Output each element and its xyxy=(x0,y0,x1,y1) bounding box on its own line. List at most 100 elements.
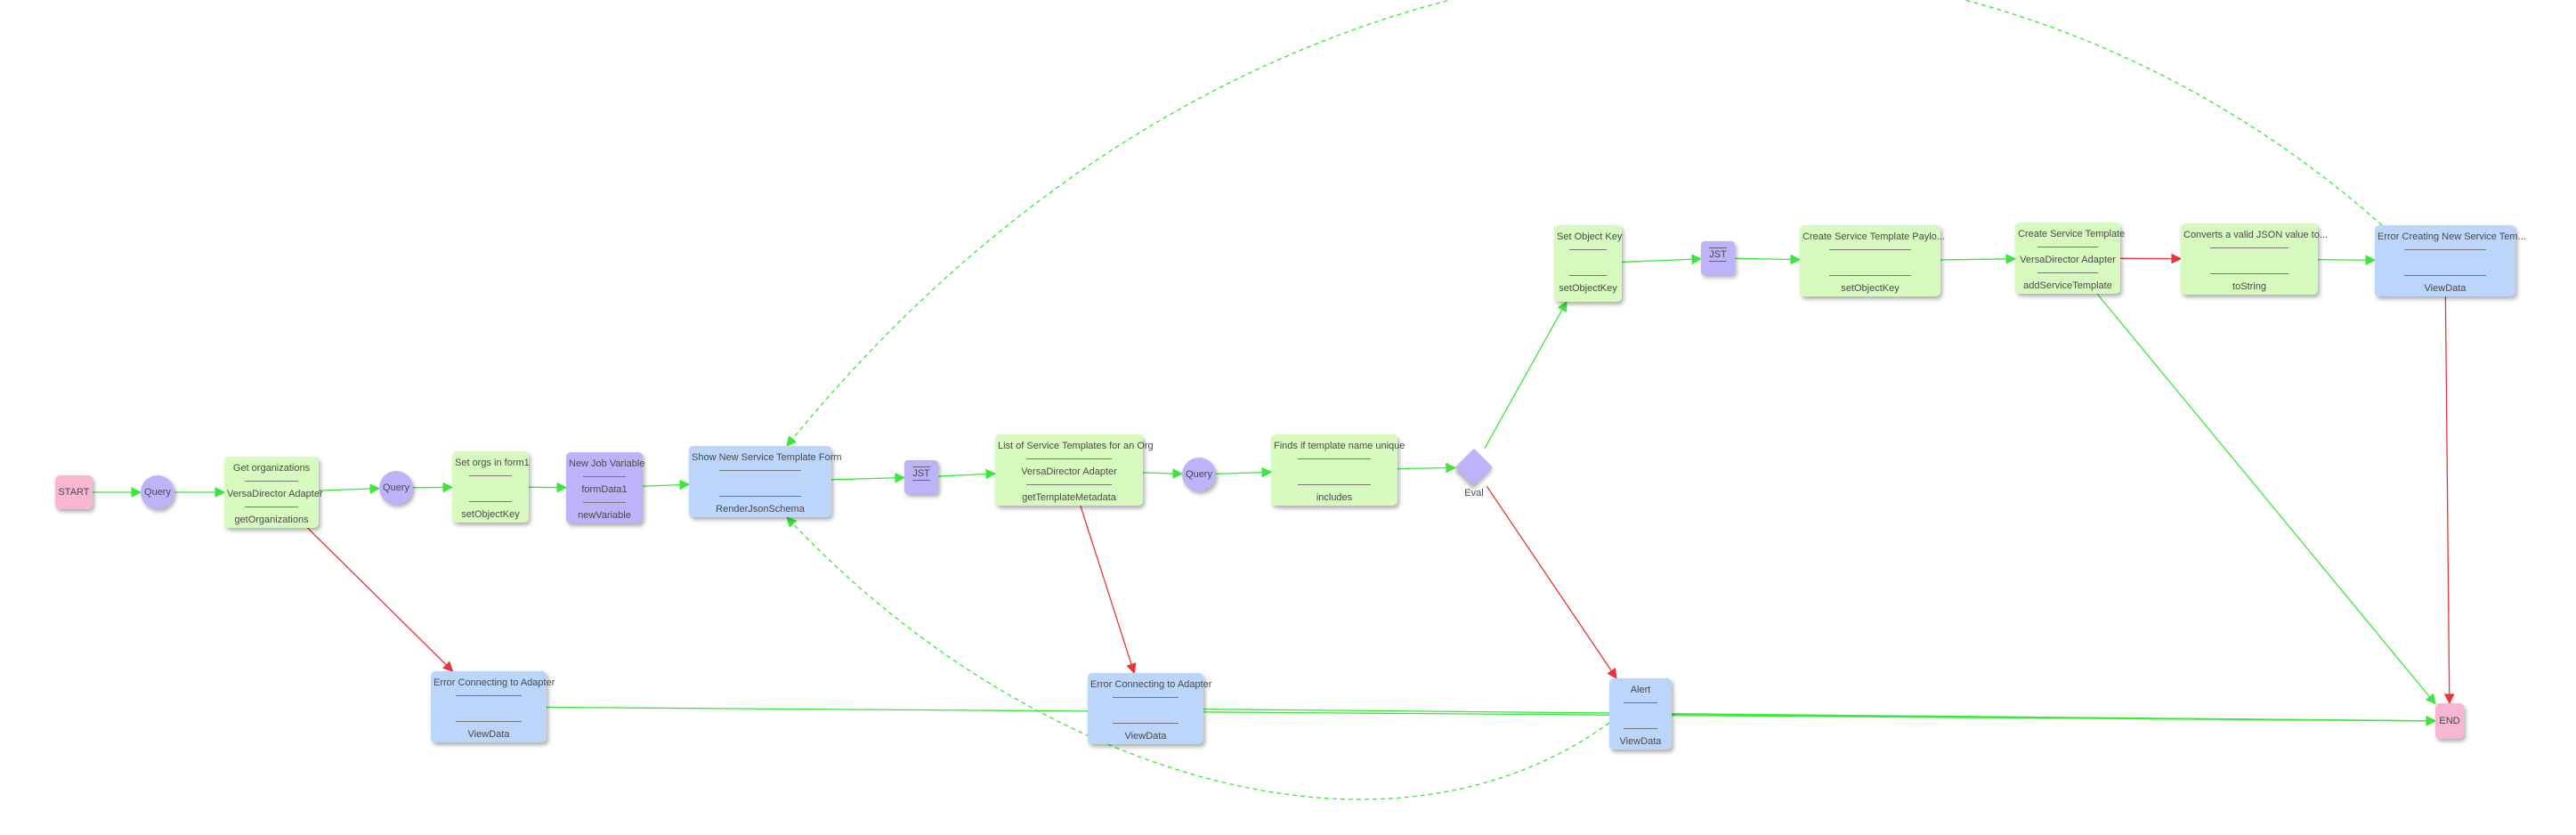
task-adapter xyxy=(2378,255,2513,271)
end-node[interactable]: END xyxy=(2435,703,2464,739)
separator xyxy=(2404,249,2486,250)
task-title: New Job Variable xyxy=(569,458,645,469)
task-title: List of Service Templates for an Org xyxy=(998,441,1154,451)
separator xyxy=(1829,249,1911,250)
separator xyxy=(1569,249,1607,250)
jst-node-1[interactable]: JST xyxy=(904,460,938,494)
task-title: Create Service Template xyxy=(2018,229,2126,239)
task-adapter xyxy=(1274,464,1395,480)
edge-create_template-to-end xyxy=(2096,293,2436,705)
jst-label: JST xyxy=(912,468,930,479)
task-method: ViewData xyxy=(1124,731,1167,742)
edges-layer xyxy=(93,0,2455,800)
separator xyxy=(245,481,298,482)
edge-query3-to-finds_unique xyxy=(1215,466,1273,478)
jst-bar xyxy=(911,480,931,481)
task-method: ViewData xyxy=(1619,736,1662,747)
task-title: Create Service Template Paylo... xyxy=(1802,231,1945,242)
query-node-1[interactable]: Query xyxy=(141,475,174,509)
task-method: addServiceTemplate xyxy=(2023,280,2112,291)
separator xyxy=(1112,723,1179,724)
task-adapter: VersaDirector Adapter xyxy=(1021,466,1117,477)
edge-error_creating-to-end xyxy=(2443,296,2455,705)
query-label: Query xyxy=(1186,469,1212,480)
task-finds-template-name-unique[interactable]: Finds if template name unique includes xyxy=(1271,434,1405,506)
separator xyxy=(2404,275,2486,276)
separator xyxy=(455,721,522,722)
task-list-service-templates[interactable]: List of Service Templates for an Org Ver… xyxy=(995,434,1154,506)
task-adapter xyxy=(455,481,526,497)
task-method: setObjectKey xyxy=(1841,283,1900,294)
separator xyxy=(469,475,512,476)
task-method: ViewData xyxy=(2424,283,2467,294)
edge-get_orgs-to-error_adapter1 xyxy=(307,527,454,672)
task-method: setObjectKey xyxy=(461,509,520,520)
task-method: ViewData xyxy=(467,729,510,740)
edge-set_object_key-to-jst2 xyxy=(1621,254,1703,265)
task-method: toString xyxy=(2232,281,2266,292)
separator xyxy=(1026,458,1112,459)
edge-create_payload-to-create_template xyxy=(1940,254,2017,264)
start-node[interactable]: START xyxy=(55,475,93,509)
task-adapter: VersaDirector Adapter xyxy=(227,489,323,499)
edge-get_orgs-to-query2 xyxy=(318,483,381,494)
task-method: setObjectKey xyxy=(1559,283,1617,294)
edge-jst1-to-list_templates xyxy=(937,468,997,480)
task-adapter xyxy=(1802,255,1938,271)
task-title: Show New Service Template Form xyxy=(692,452,842,463)
task-error-connecting-to-adapter-1[interactable]: Error Connecting to Adapter ViewData xyxy=(431,671,555,742)
query-label: Query xyxy=(383,482,409,493)
task-adapter xyxy=(692,475,829,491)
edge-eval-to-alert xyxy=(1486,485,1617,679)
task-title: Finds if template name unique xyxy=(1274,441,1405,451)
task-error-connecting-to-adapter-2[interactable]: Error Connecting to Adapter ViewData xyxy=(1088,673,1212,744)
eval-label: Eval xyxy=(1464,488,1484,499)
end-label: END xyxy=(2439,716,2460,726)
edge-show_form-to-jst1 xyxy=(830,472,906,483)
task-get-organizations[interactable]: Get organizations VersaDirector Adapter … xyxy=(224,457,323,528)
jst-label: JST xyxy=(1709,249,1727,260)
jst-bar xyxy=(1708,261,1728,262)
task-adapter xyxy=(1612,708,1669,724)
edge-error_creating-to-show_form xyxy=(786,0,2383,447)
edge-finds_unique-to-eval xyxy=(1397,462,1456,474)
separator xyxy=(2037,272,2098,273)
task-alert[interactable]: Alert ViewData xyxy=(1609,678,1672,750)
task-create-service-template-payload[interactable]: Create Service Template Paylo... setObje… xyxy=(1800,225,1945,296)
separator xyxy=(1623,702,1658,703)
task-title: Alert xyxy=(1630,685,1651,695)
separator xyxy=(2209,273,2289,274)
task-new-job-variable[interactable]: New Job Variable formData1 newVariable xyxy=(566,452,645,523)
separator xyxy=(1623,728,1658,729)
task-method: includes xyxy=(1316,492,1353,503)
task-create-service-template[interactable]: Create Service Template VersaDirector Ad… xyxy=(2015,223,2126,294)
separator xyxy=(583,502,626,503)
task-adapter: formData1 xyxy=(581,484,628,495)
task-title: Error Connecting to Adapter xyxy=(433,677,555,688)
task-title: Error Connecting to Adapter xyxy=(1090,679,1212,690)
query-label: Query xyxy=(144,487,171,498)
separator xyxy=(469,501,512,502)
query-node-3[interactable]: Query xyxy=(1182,458,1216,491)
task-title: Set orgs in form1 xyxy=(455,458,530,468)
task-method: getTemplateMetadata xyxy=(1022,492,1116,503)
edge-jst2-to-create_payload xyxy=(1734,254,1802,265)
separator xyxy=(2209,247,2289,248)
task-converts-json-to-string[interactable]: Converts a valid JSON value to... toStri… xyxy=(2181,223,2328,295)
task-adapter xyxy=(433,701,544,717)
edge-alert-to-end xyxy=(1671,713,2437,726)
edge-list_templates-to-error_adapter2 xyxy=(1080,505,1137,675)
task-title: Set Object Key xyxy=(1557,231,1623,242)
query-node-2[interactable]: Query xyxy=(379,471,413,505)
edge-converts_json-to-error_creating xyxy=(2317,255,2377,266)
separator xyxy=(718,496,802,497)
task-title: Get organizations xyxy=(232,463,311,474)
jst-bar xyxy=(1708,247,1728,248)
task-error-creating-service-template[interactable]: Error Creating New Service Tem... ViewDa… xyxy=(2375,225,2526,296)
separator xyxy=(1298,484,1371,485)
task-show-service-template-form[interactable]: Show New Service Template Form RenderJso… xyxy=(689,446,842,517)
task-set-orgs-in-form[interactable]: Set orgs in form1 setObjectKey xyxy=(452,451,530,523)
task-set-object-key[interactable]: Set Object Key setObjectKey xyxy=(1554,225,1622,302)
separator xyxy=(1112,697,1179,698)
jst-node-2[interactable]: JST xyxy=(1701,241,1735,275)
